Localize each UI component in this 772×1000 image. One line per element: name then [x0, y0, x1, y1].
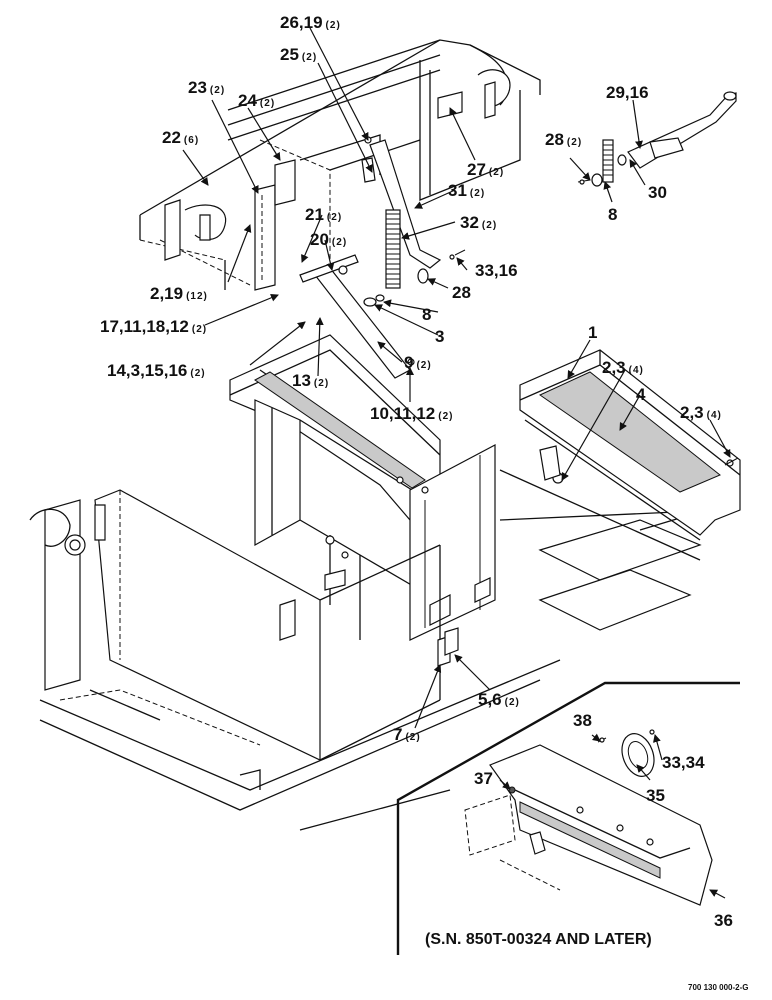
handle-assembly: [577, 91, 737, 187]
spring: [385, 209, 401, 289]
callout-29-16: 29,16: [606, 83, 649, 102]
callout-28b: 28(2): [545, 130, 582, 149]
leader-lines: [182, 27, 731, 899]
callout-38: 38: [573, 711, 592, 730]
callout-1: 1: [588, 323, 597, 342]
callout-31: 31(2): [448, 181, 485, 200]
callout-36: 36: [714, 911, 733, 930]
callout-2-19: 2,19(12): [150, 284, 208, 303]
callout-labels: 26,19(2) 25(2) 23(2) 24(2) 22(6) 27(2) 3…: [100, 13, 733, 930]
callout-32: 32(2): [460, 213, 497, 232]
callout-7: 7(2): [393, 725, 421, 744]
callout-20: 20(2): [310, 230, 347, 249]
callout-13: 13(2): [292, 371, 329, 390]
callout-21: 21(2): [305, 205, 342, 224]
callout-8b: 8: [608, 205, 617, 224]
inset-serial-note: (S.N. 850T-00324 AND LATER): [425, 931, 652, 948]
callout-23: 23(2): [188, 78, 225, 97]
callout-30: 30: [648, 183, 667, 202]
callout-2-3b: 2,3(4): [680, 403, 722, 422]
tray-assembly: [519, 349, 741, 541]
callout-9: 9(2): [404, 353, 432, 372]
callout-14: 14,3,15,16(2): [107, 361, 206, 380]
callout-24: 24(2): [238, 91, 275, 110]
drawing-reference-number: 700 130 000-2-G: [688, 983, 749, 992]
callout-3: 3: [435, 327, 444, 346]
callout-10: 10,11,12(2): [370, 404, 453, 423]
callout-35: 35: [646, 786, 665, 805]
callout-25: 25(2): [280, 45, 317, 64]
machine-body: [29, 334, 741, 831]
inset-later-serial: [396, 681, 740, 955]
callout-2-3a: 2,3(4): [602, 358, 644, 377]
callout-27: 27(2): [467, 160, 504, 179]
callout-22: 22(6): [162, 128, 199, 147]
callout-17: 17,11,18,12(2): [100, 317, 207, 336]
callout-37: 37: [474, 769, 493, 788]
callout-26-19: 26,19(2): [280, 13, 341, 32]
callout-5-6: 5,6(2): [478, 690, 520, 709]
callout-4: 4: [636, 385, 646, 404]
callout-28a: 28: [452, 283, 471, 302]
callout-8a: 8: [422, 305, 431, 324]
callout-33-16: 33,16: [475, 261, 518, 280]
callout-33-34: 33,34: [662, 753, 705, 772]
